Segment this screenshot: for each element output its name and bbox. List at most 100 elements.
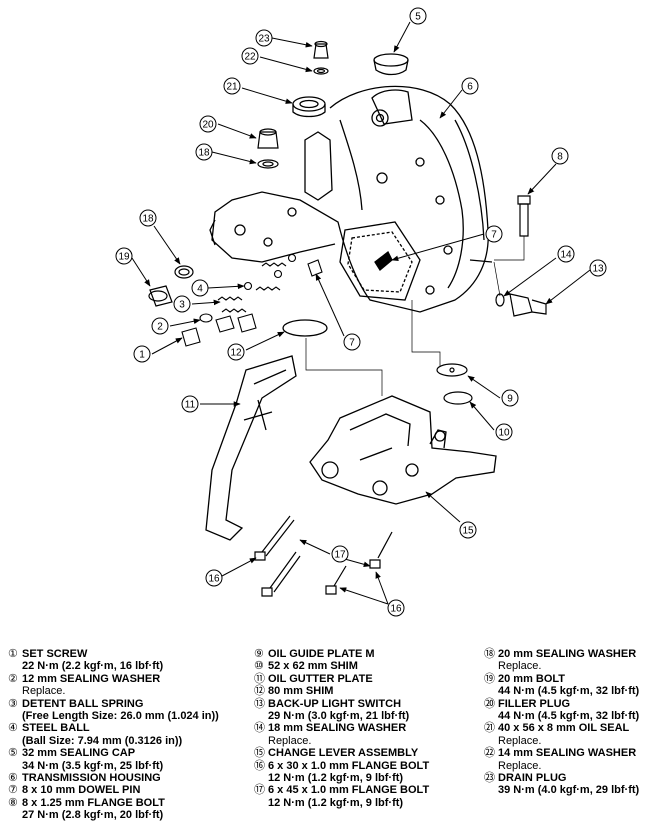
legend-item-name: TRANSMISSION HOUSING	[22, 772, 161, 785]
callout-13: 13	[589, 259, 607, 277]
callout-4: 4	[191, 279, 209, 297]
callout-circle	[181, 395, 199, 413]
alignment-lines	[305, 236, 525, 396]
oil-guide-plate	[436, 363, 473, 405]
callout-circle	[557, 245, 575, 263]
legend-item-marker: ⑰	[254, 784, 265, 797]
callout-circle	[151, 317, 169, 335]
legend-item-marker: ⑩	[254, 660, 264, 673]
callout-circle	[227, 343, 245, 361]
legend-item-name: DRAIN PLUG	[498, 772, 567, 785]
callout-circle	[199, 115, 217, 133]
legend-item-marker: ⑫	[254, 685, 265, 698]
callout-number: 11	[185, 400, 196, 411]
legend-item-marker: ⑱	[484, 648, 495, 660]
callout-number: 22	[244, 52, 256, 63]
callout-1: 1	[133, 345, 151, 363]
callout-circle	[255, 29, 273, 47]
legend-item-marker: ⑨	[254, 648, 264, 660]
callout-number: 7	[491, 230, 497, 241]
flange-bolt-8x125	[517, 195, 531, 237]
legend-item-name: STEEL BALL	[22, 722, 90, 735]
legend-item-detail: 39 N·m (4.0 kgf·m, 29 lbf·ft)	[498, 784, 640, 797]
legend-item-detail: 34 N·m (3.5 kgf·m, 25 lbf·ft)	[22, 759, 164, 772]
legend-item-marker: ⑯	[254, 759, 265, 772]
legend-item-detail: 27 N·m (2.8 kgf·m, 20 lbf·ft)	[22, 809, 164, 822]
legend-item-detail: 12 N·m (1.2 kgf·m, 9 lbf·ft)	[268, 772, 404, 785]
oil-seal	[292, 96, 326, 118]
legend-item-name: BACK-UP LIGHT SWITCH	[268, 697, 402, 710]
callout-circle	[241, 47, 259, 65]
callout-circle	[461, 77, 479, 95]
callout-markers: 1234567891011121314151617181920212223716…	[115, 7, 607, 617]
callout-number: 19	[118, 252, 130, 263]
legend-item-name: 6 x 45 x 1.0 mm FLANGE BOLT	[268, 784, 430, 797]
callout-number: 23	[258, 34, 270, 45]
callout-circle	[409, 7, 427, 25]
callout-12: 12	[227, 343, 245, 361]
legend-item-name: 12 mm SEALING WASHER	[22, 672, 161, 685]
callout-circle	[551, 147, 569, 165]
callout-16b: 16	[387, 599, 405, 617]
callout-number: 7	[349, 338, 355, 349]
legend-item-marker: ⑪	[254, 672, 265, 685]
callout-19: 19	[115, 247, 133, 265]
callout-9: 9	[501, 389, 519, 407]
callout-circle	[495, 423, 513, 441]
callout-number: 1	[139, 350, 145, 361]
backup-light-switch	[495, 293, 547, 317]
legend-item-marker: ⑭	[254, 722, 265, 735]
sealing-cap	[373, 53, 409, 76]
callout-number: 18	[198, 148, 210, 159]
legend-item-name: CHANGE LEVER ASSEMBLY	[268, 747, 419, 760]
callout-6: 6	[461, 77, 479, 95]
legend-item-detail: Replace.	[498, 759, 542, 772]
legend-item-detail: 22 N·m (2.2 kgf·m, 16 lbf·ft)	[22, 660, 164, 673]
legend-item-detail: Replace.	[268, 734, 312, 747]
legend-item-marker: ③	[8, 697, 18, 710]
callout-21: 21	[223, 77, 241, 95]
legend-item-name: 32 mm SEALING CAP	[22, 747, 136, 760]
callout-15: 15	[459, 521, 477, 539]
callout-10: 10	[495, 423, 513, 441]
legend-item: ⑥ TRANSMISSION HOUSING	[8, 772, 219, 784]
callout-18: 18	[139, 209, 157, 227]
legend-item-marker: ⑥	[8, 772, 18, 785]
legend-item-detail: Replace.	[498, 660, 542, 673]
legend-item-marker: ①	[8, 648, 18, 660]
legend-item-name: 8 x 10 mm DOWEL PIN	[22, 784, 141, 797]
callout-11: 11	[181, 395, 199, 413]
callout-17: 17	[331, 545, 349, 563]
legend-item-detail: 29 N·m (3.0 kgf·m, 21 lbf·ft)	[268, 710, 410, 723]
transmission-housing	[209, 85, 493, 313]
legend-item-name: FILLER PLUG	[498, 697, 571, 710]
callout-circle	[343, 333, 361, 351]
legend-item-detail: 44 N·m (4.5 kgf·m, 32 lbf·ft)	[498, 685, 640, 698]
callout-number: 6	[467, 82, 473, 93]
